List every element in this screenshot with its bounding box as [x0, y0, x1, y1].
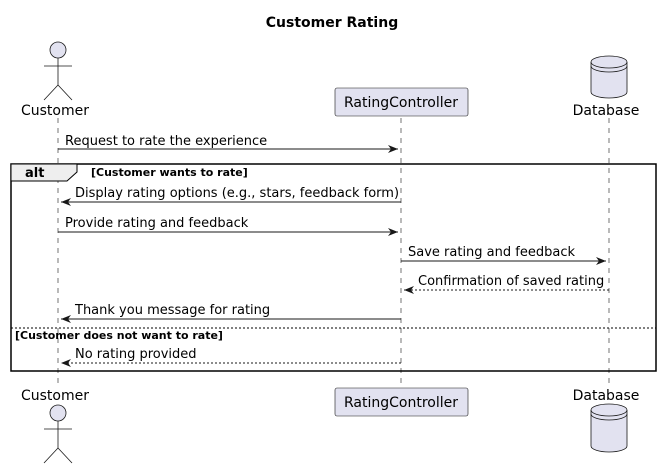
fragment-keyword: alt: [25, 166, 44, 181]
message-label: Display rating options (e.g., stars, fee…: [75, 186, 399, 201]
message-label: Confirmation of saved rating: [418, 274, 604, 289]
message-label: Save rating and feedback: [408, 245, 575, 260]
actor-customer-bottom: Customer: [21, 388, 89, 464]
participant-label-customer: Customer: [21, 388, 89, 404]
actor-head-icon: [49, 41, 67, 59]
actor-head-icon: [49, 404, 67, 422]
message-label: Request to rate the experience: [65, 134, 267, 149]
database-icon: [590, 403, 628, 453]
actor-customer-top: Customer: [21, 41, 89, 119]
alt-fragment-frame: [10, 163, 657, 372]
database-icon: [590, 55, 628, 99]
participant-rating-controller-bottom: RatingController: [334, 387, 469, 417]
alt-fragment-tab: [10, 163, 78, 182]
database-bottom: Database: [573, 388, 640, 453]
diagram-title: Customer Rating: [266, 15, 398, 31]
participant-label-database: Database: [573, 103, 640, 119]
message-label: No rating provided: [75, 347, 197, 362]
participant-label-database: Database: [573, 388, 640, 404]
fragment-else-guard: [Customer does not want to rate]: [15, 329, 223, 342]
message-label: Thank you message for rating: [74, 303, 270, 318]
fragment-guard: [Customer wants to rate]: [91, 166, 248, 179]
participant-label-rating-controller: RatingController: [344, 395, 458, 411]
participant-label-customer: Customer: [21, 103, 89, 119]
participant-rating-controller-top: RatingController: [334, 87, 469, 117]
message-label: Provide rating and feedback: [65, 216, 249, 231]
participant-label-rating-controller: RatingController: [344, 95, 458, 111]
database-top: Database: [573, 55, 640, 119]
